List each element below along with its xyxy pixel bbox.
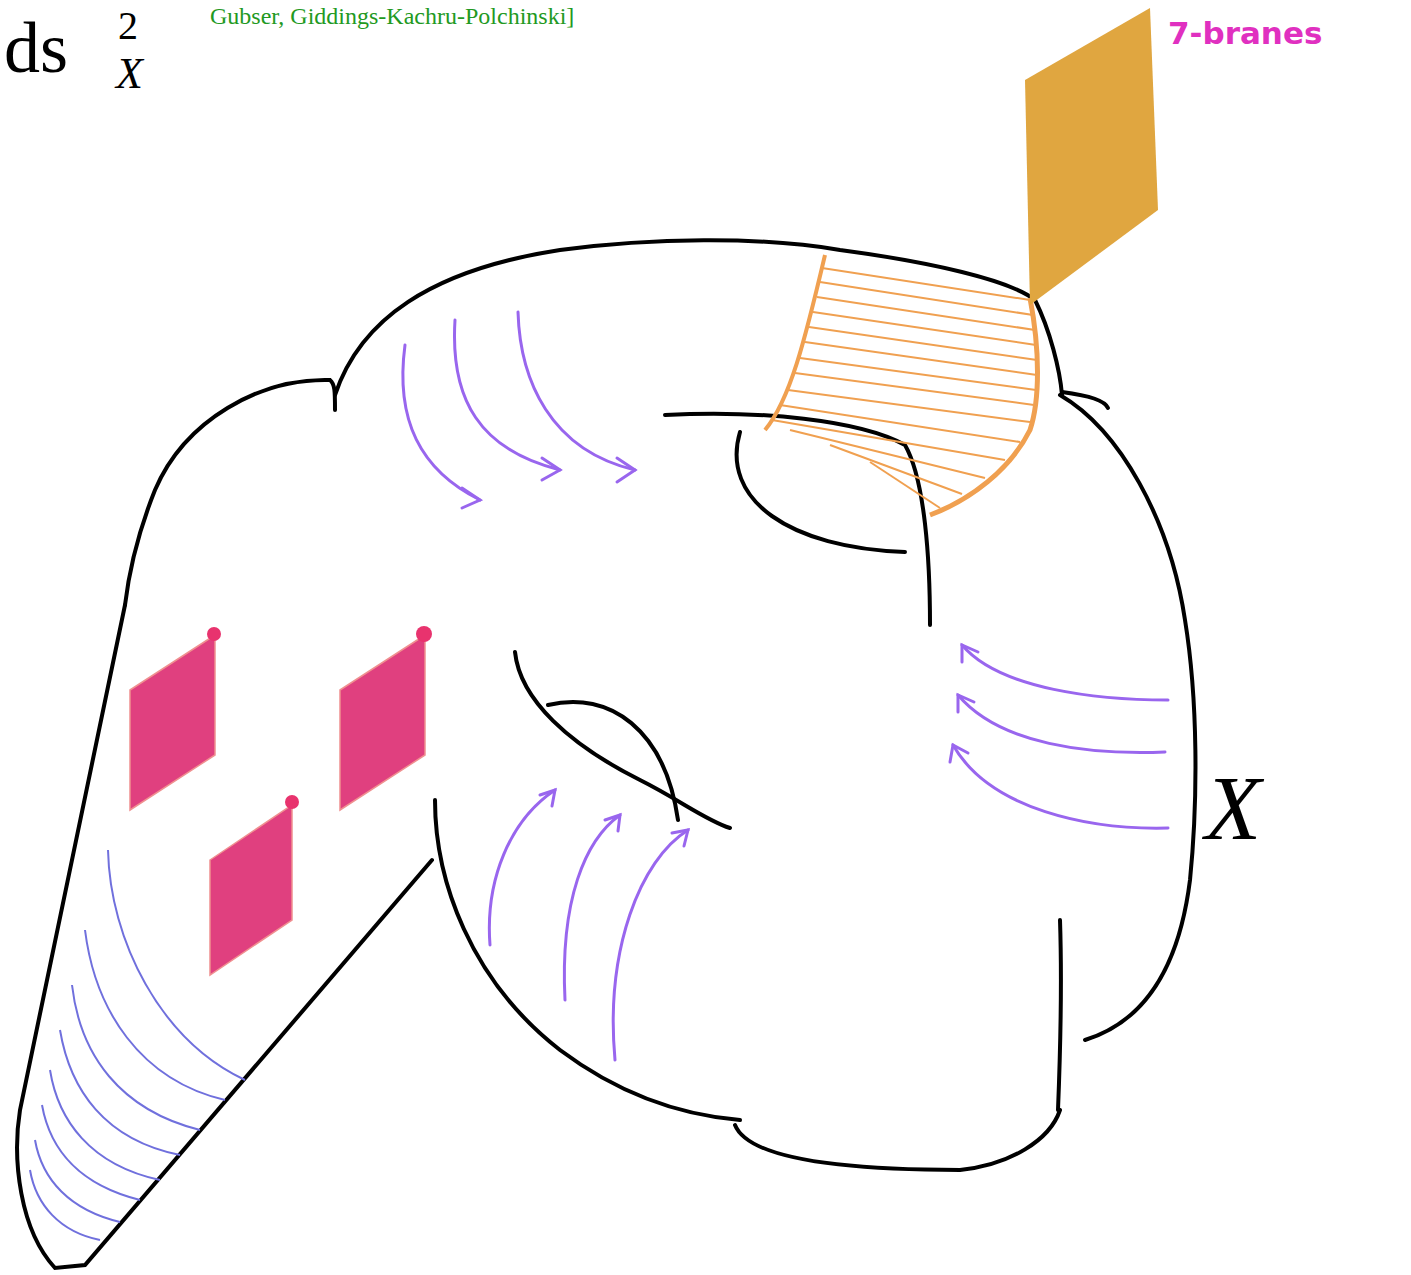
manifold-label: X xyxy=(1205,762,1261,854)
seven-brane xyxy=(765,8,1158,515)
warped-throat-lines xyxy=(30,850,245,1240)
d3-branes xyxy=(130,626,432,975)
manifold-outline xyxy=(17,240,1195,1268)
superscript: 2 xyxy=(118,6,138,46)
citation-note: Gubser, Giddings-Kachru-Polchinski] xyxy=(210,4,574,28)
flux-arrows xyxy=(403,312,1168,1060)
metric-symbol: ds xyxy=(4,12,68,84)
brane-label: 7-branes xyxy=(1168,18,1322,49)
subscript: X xyxy=(116,52,143,96)
